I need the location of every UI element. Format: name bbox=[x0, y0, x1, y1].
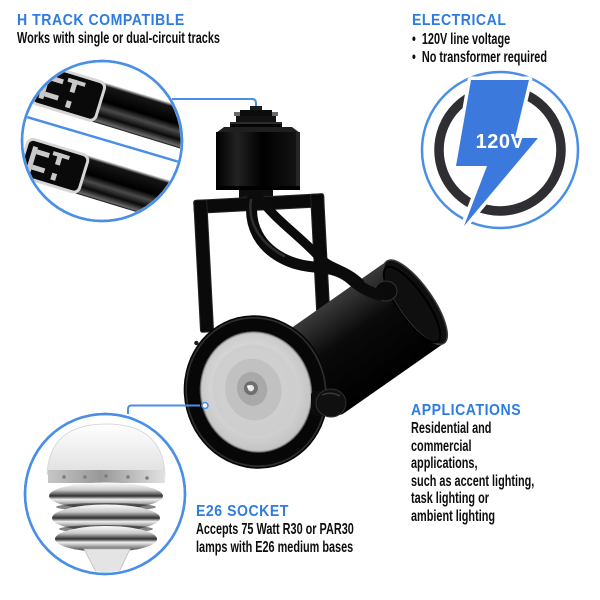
electrical-bullet: No transformer required bbox=[412, 49, 547, 67]
divider-line bbox=[23, 113, 181, 166]
electrical-bullet: 120V line voltage bbox=[412, 31, 547, 49]
e26-socket-heading: E26 SOCKET bbox=[196, 503, 289, 520]
voltage-badge bbox=[420, 70, 580, 230]
electrical-bullet-list: 120V line voltage No transformer require… bbox=[412, 31, 547, 67]
electrical-heading: ELECTRICAL bbox=[412, 12, 507, 29]
lamp-face bbox=[183, 315, 329, 469]
applications-text: Residential and commercial applications,… bbox=[411, 420, 535, 525]
socket-callout-line bbox=[127, 401, 209, 414]
callout-dot bbox=[201, 401, 209, 410]
screw-threads bbox=[49, 482, 163, 552]
e26-bulb-image bbox=[23, 412, 187, 576]
connector-box bbox=[216, 127, 300, 190]
bulb-dome bbox=[46, 423, 166, 475]
h-track-subtext: Works with single or dual-circuit tracks bbox=[17, 30, 220, 47]
bulb-tip bbox=[83, 548, 131, 572]
fixture-cable bbox=[246, 190, 386, 301]
track-sample-image bbox=[20, 59, 184, 223]
lightning-bolt-icon bbox=[452, 76, 542, 230]
gimbal-knob bbox=[311, 388, 347, 418]
bulb-neck-dots bbox=[62, 474, 149, 480]
applications-heading: APPLICATIONS bbox=[411, 402, 522, 419]
h-track-heading: H TRACK COMPATIBLE bbox=[17, 12, 185, 29]
voltage-label: 120V bbox=[475, 131, 525, 153]
track-rail-lower bbox=[23, 137, 181, 220]
e26-socket-text: Accepts 75 Watt R30 or PAR30 lamps with … bbox=[196, 521, 354, 556]
track-light-fixture-image bbox=[183, 106, 448, 469]
